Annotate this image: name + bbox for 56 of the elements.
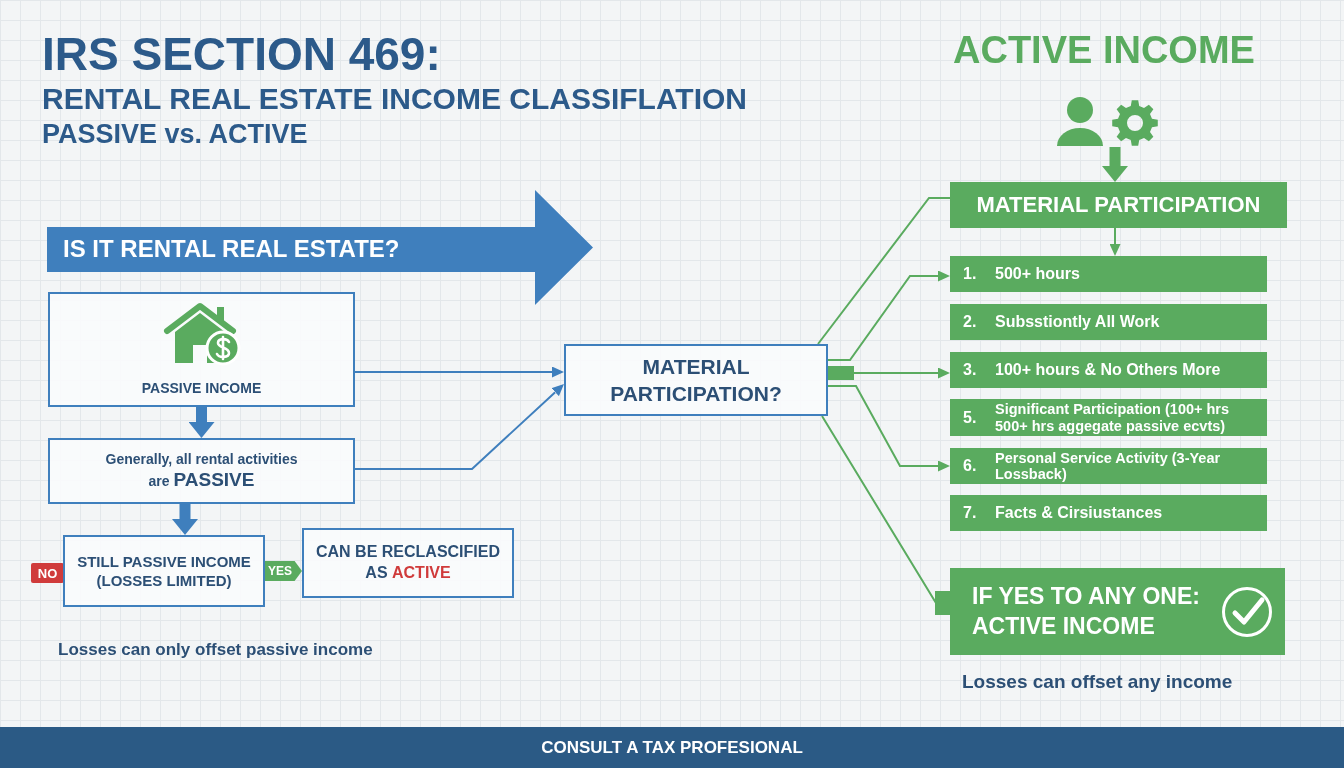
footer-text: CONSULT A TAX PROFESIONAL bbox=[541, 737, 803, 758]
tag-text: NO bbox=[37, 566, 58, 580]
criterion-bar bbox=[950, 256, 1267, 292]
tag-text: YES bbox=[268, 565, 292, 577]
subtitle: PASSIVE vs. ACTIVE bbox=[42, 121, 308, 148]
header-text: MATERIAL PARTICIPATION bbox=[976, 192, 1261, 218]
result-text: IF YES TO ANY ONE: ACTIVE INCOME bbox=[972, 581, 1201, 641]
criterion-bar bbox=[950, 304, 1267, 340]
footer-band bbox=[0, 727, 1344, 768]
header-bar bbox=[950, 182, 1287, 228]
criterion-text: Personal Service Activity (3-Year Lossback) bbox=[995, 449, 1222, 483]
arrow bbox=[172, 504, 198, 535]
criterion-bar bbox=[950, 495, 1267, 531]
answer-tag bbox=[265, 561, 302, 581]
criterion-text: Significant Participation (100+ hrs 500+ hrs aggegate passive ecvts) bbox=[995, 401, 1231, 434]
arrow bbox=[827, 385, 950, 472]
connector-line bbox=[821, 415, 951, 615]
list-number: 5. bbox=[963, 408, 978, 427]
title: IRS SECTION 469: bbox=[42, 31, 441, 77]
box-text: MATERIAL PARTICIPATION? bbox=[609, 353, 783, 407]
criterion-bar bbox=[950, 448, 1267, 484]
list-number: 3. bbox=[963, 361, 978, 379]
criterion-bar bbox=[950, 352, 1267, 388]
section-heading: ACTIVE INCOME bbox=[953, 31, 1255, 69]
arrow bbox=[827, 270, 950, 361]
banner-text: IS IT RENTAL REAL ESTATE? bbox=[63, 236, 400, 263]
note-text: Losses can offset any income bbox=[962, 672, 1233, 691]
criterion-text: Facts & Cirsiustances bbox=[995, 504, 1164, 522]
box-text: Generally, all rental activities are PASSIVE bbox=[104, 449, 299, 492]
list-number: 7. bbox=[963, 504, 978, 522]
criterion-text: Subsstiontly All Work bbox=[995, 313, 1161, 331]
list-number: 2. bbox=[963, 313, 978, 331]
process-box bbox=[48, 292, 355, 407]
list-number: 6. bbox=[963, 457, 978, 475]
arrow bbox=[1102, 147, 1128, 182]
arrow bbox=[188, 407, 215, 438]
connector-line bbox=[817, 197, 951, 345]
criterion-bar bbox=[950, 399, 1267, 436]
process-box bbox=[48, 438, 355, 504]
arrow bbox=[827, 366, 950, 380]
criterion-text: 100+ hours & No Others More bbox=[995, 361, 1222, 379]
arrow bbox=[354, 366, 564, 378]
process-box bbox=[63, 535, 265, 607]
arrow bbox=[1109, 227, 1121, 256]
answer-tag bbox=[31, 563, 64, 583]
result-box bbox=[950, 568, 1285, 655]
list-number: 1. bbox=[963, 265, 978, 283]
box-text: CAN BE RECLASCIFIED AS ACTIVE bbox=[315, 542, 501, 583]
note-text: Losses can only offset passive income bbox=[58, 641, 373, 658]
process-box bbox=[302, 528, 514, 598]
box-text: STILL PASSIVE INCOME (LOSSES LIMITED) bbox=[76, 551, 252, 591]
box-text: PASSIVE INCOME bbox=[141, 379, 262, 398]
criterion-text: 500+ hours bbox=[995, 265, 1081, 283]
subtitle: RENTAL REAL ESTATE INCOME CLASSIFLATION bbox=[42, 84, 747, 114]
arrow bbox=[354, 384, 564, 470]
question-box bbox=[564, 344, 828, 416]
